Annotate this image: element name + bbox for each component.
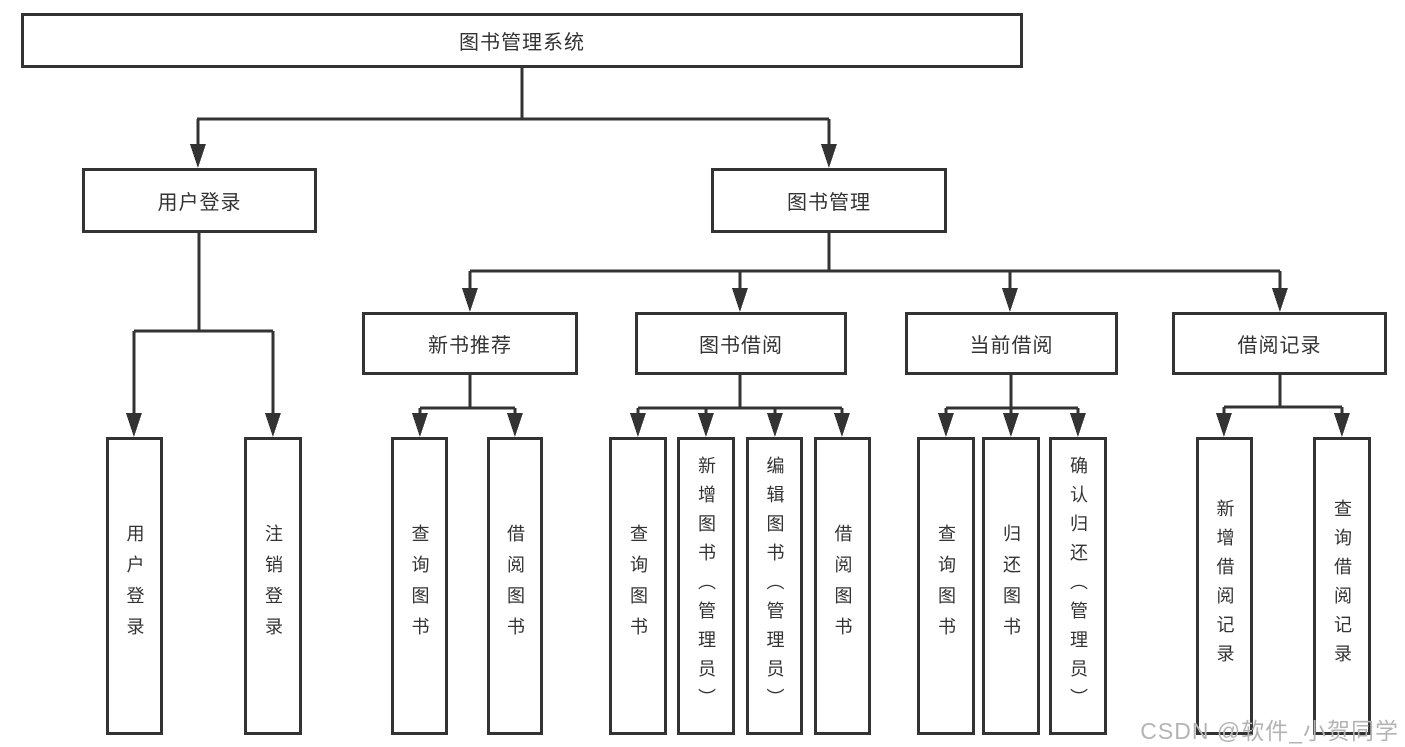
- leaf-user-login-label: 用户登录: [124, 524, 145, 648]
- leaf-edit-books-admin: 编辑图书（管理员）: [746, 437, 803, 735]
- leaf-current-query-books-label: 查询图书: [936, 524, 956, 648]
- arrowhead-icon: [507, 413, 523, 437]
- arrowhead-icon: [630, 413, 646, 437]
- leaf-borrowing-query-books-label: 查询图书: [628, 524, 648, 648]
- leaf-current-query-books: 查询图书: [917, 437, 975, 735]
- arrowhead-icon: [821, 144, 837, 168]
- node-root-label: 图书管理系统: [459, 32, 585, 54]
- arrowhead-icon: [190, 144, 206, 168]
- leaf-add-borrow-record-label: 新增借阅记录: [1214, 499, 1235, 673]
- connector-userlogin-to-leaves: [132, 233, 275, 416]
- leaf-add-books-admin-label: 新增图书（管理员）: [696, 455, 716, 717]
- leaf-query-borrow-record: 查询借阅记录: [1313, 437, 1371, 735]
- node-current-borrowing: 当前借阅: [905, 312, 1118, 375]
- leaf-edit-books-admin-label: 编辑图书（管理员）: [764, 455, 785, 717]
- arrowhead-icon: [938, 413, 954, 437]
- connector-bookmgmt-to-level3: [468, 233, 1282, 291]
- arrowhead-icon: [767, 413, 783, 437]
- leaf-return-books: 归还图书: [982, 437, 1040, 735]
- leaf-borrowing-borrow-books-label: 借阅图书: [832, 524, 853, 648]
- node-borrowing-records: 借阅记录: [1172, 312, 1387, 375]
- arrowhead-icon: [1002, 288, 1018, 312]
- node-user-login-label: 用户登录: [157, 192, 242, 214]
- node-book-borrowing: 图书借阅: [635, 312, 847, 375]
- arrowhead-icon: [1272, 288, 1288, 312]
- arrowhead-icon: [698, 413, 714, 437]
- connector-root-to-level2: [196, 68, 831, 147]
- arrowhead-icon: [1003, 413, 1019, 437]
- arrowhead-icon: [1216, 413, 1232, 437]
- arrowhead-icon: [462, 288, 478, 312]
- leaf-logout: 注销登录: [244, 437, 302, 735]
- leaf-user-login: 用户登录: [106, 437, 163, 735]
- watermark: CSDN @软件_小贺同学: [1140, 718, 1399, 744]
- leaf-add-borrow-record: 新增借阅记录: [1196, 437, 1253, 735]
- leaf-logout-label: 注销登录: [263, 524, 283, 648]
- leaf-add-books-admin: 新增图书（管理员）: [677, 437, 735, 735]
- node-book-management: 图书管理: [711, 168, 947, 233]
- leaf-recommend-borrow-books-label: 借阅图书: [505, 524, 525, 648]
- connector-current-to-leaves: [944, 375, 1080, 416]
- arrowhead-icon: [732, 288, 748, 312]
- leaf-return-books-label: 归还图书: [1001, 524, 1021, 648]
- leaf-query-borrow-record-label: 查询借阅记录: [1332, 499, 1352, 673]
- node-root-library-system: 图书管理系统: [21, 13, 1023, 68]
- arrowhead-icon: [265, 413, 281, 437]
- leaf-recommend-query-books: 查询图书: [391, 437, 448, 735]
- arrowhead-icon: [126, 413, 142, 437]
- leaf-recommend-borrow-books: 借阅图书: [487, 437, 543, 735]
- node-new-book-recommend-label: 新书推荐: [428, 335, 512, 357]
- connector-borrow-to-leaves: [636, 375, 844, 416]
- node-new-book-recommend: 新书推荐: [362, 312, 578, 375]
- connector-records-to-leaves: [1222, 375, 1344, 416]
- node-borrowing-records-label: 借阅记录: [1237, 335, 1322, 357]
- leaf-confirm-return-admin-label: 确认归还（管理员）: [1068, 455, 1088, 717]
- node-book-borrowing-label: 图书借阅: [699, 335, 783, 357]
- leaf-borrowing-query-books: 查询图书: [609, 437, 667, 735]
- node-book-management-label: 图书管理: [787, 192, 871, 214]
- arrowhead-icon: [412, 413, 428, 437]
- arrowhead-icon: [1070, 413, 1086, 437]
- connector-newbook-to-leaves: [418, 375, 517, 416]
- arrowhead-icon: [834, 413, 850, 437]
- leaf-borrowing-borrow-books: 借阅图书: [814, 437, 871, 735]
- leaf-confirm-return-admin: 确认归还（管理员）: [1049, 437, 1107, 735]
- leaf-recommend-query-books-label: 查询图书: [409, 524, 430, 648]
- node-current-borrowing-label: 当前借阅: [969, 335, 1054, 357]
- arrowhead-icon: [1334, 413, 1350, 437]
- node-user-login: 用户登录: [82, 168, 317, 233]
